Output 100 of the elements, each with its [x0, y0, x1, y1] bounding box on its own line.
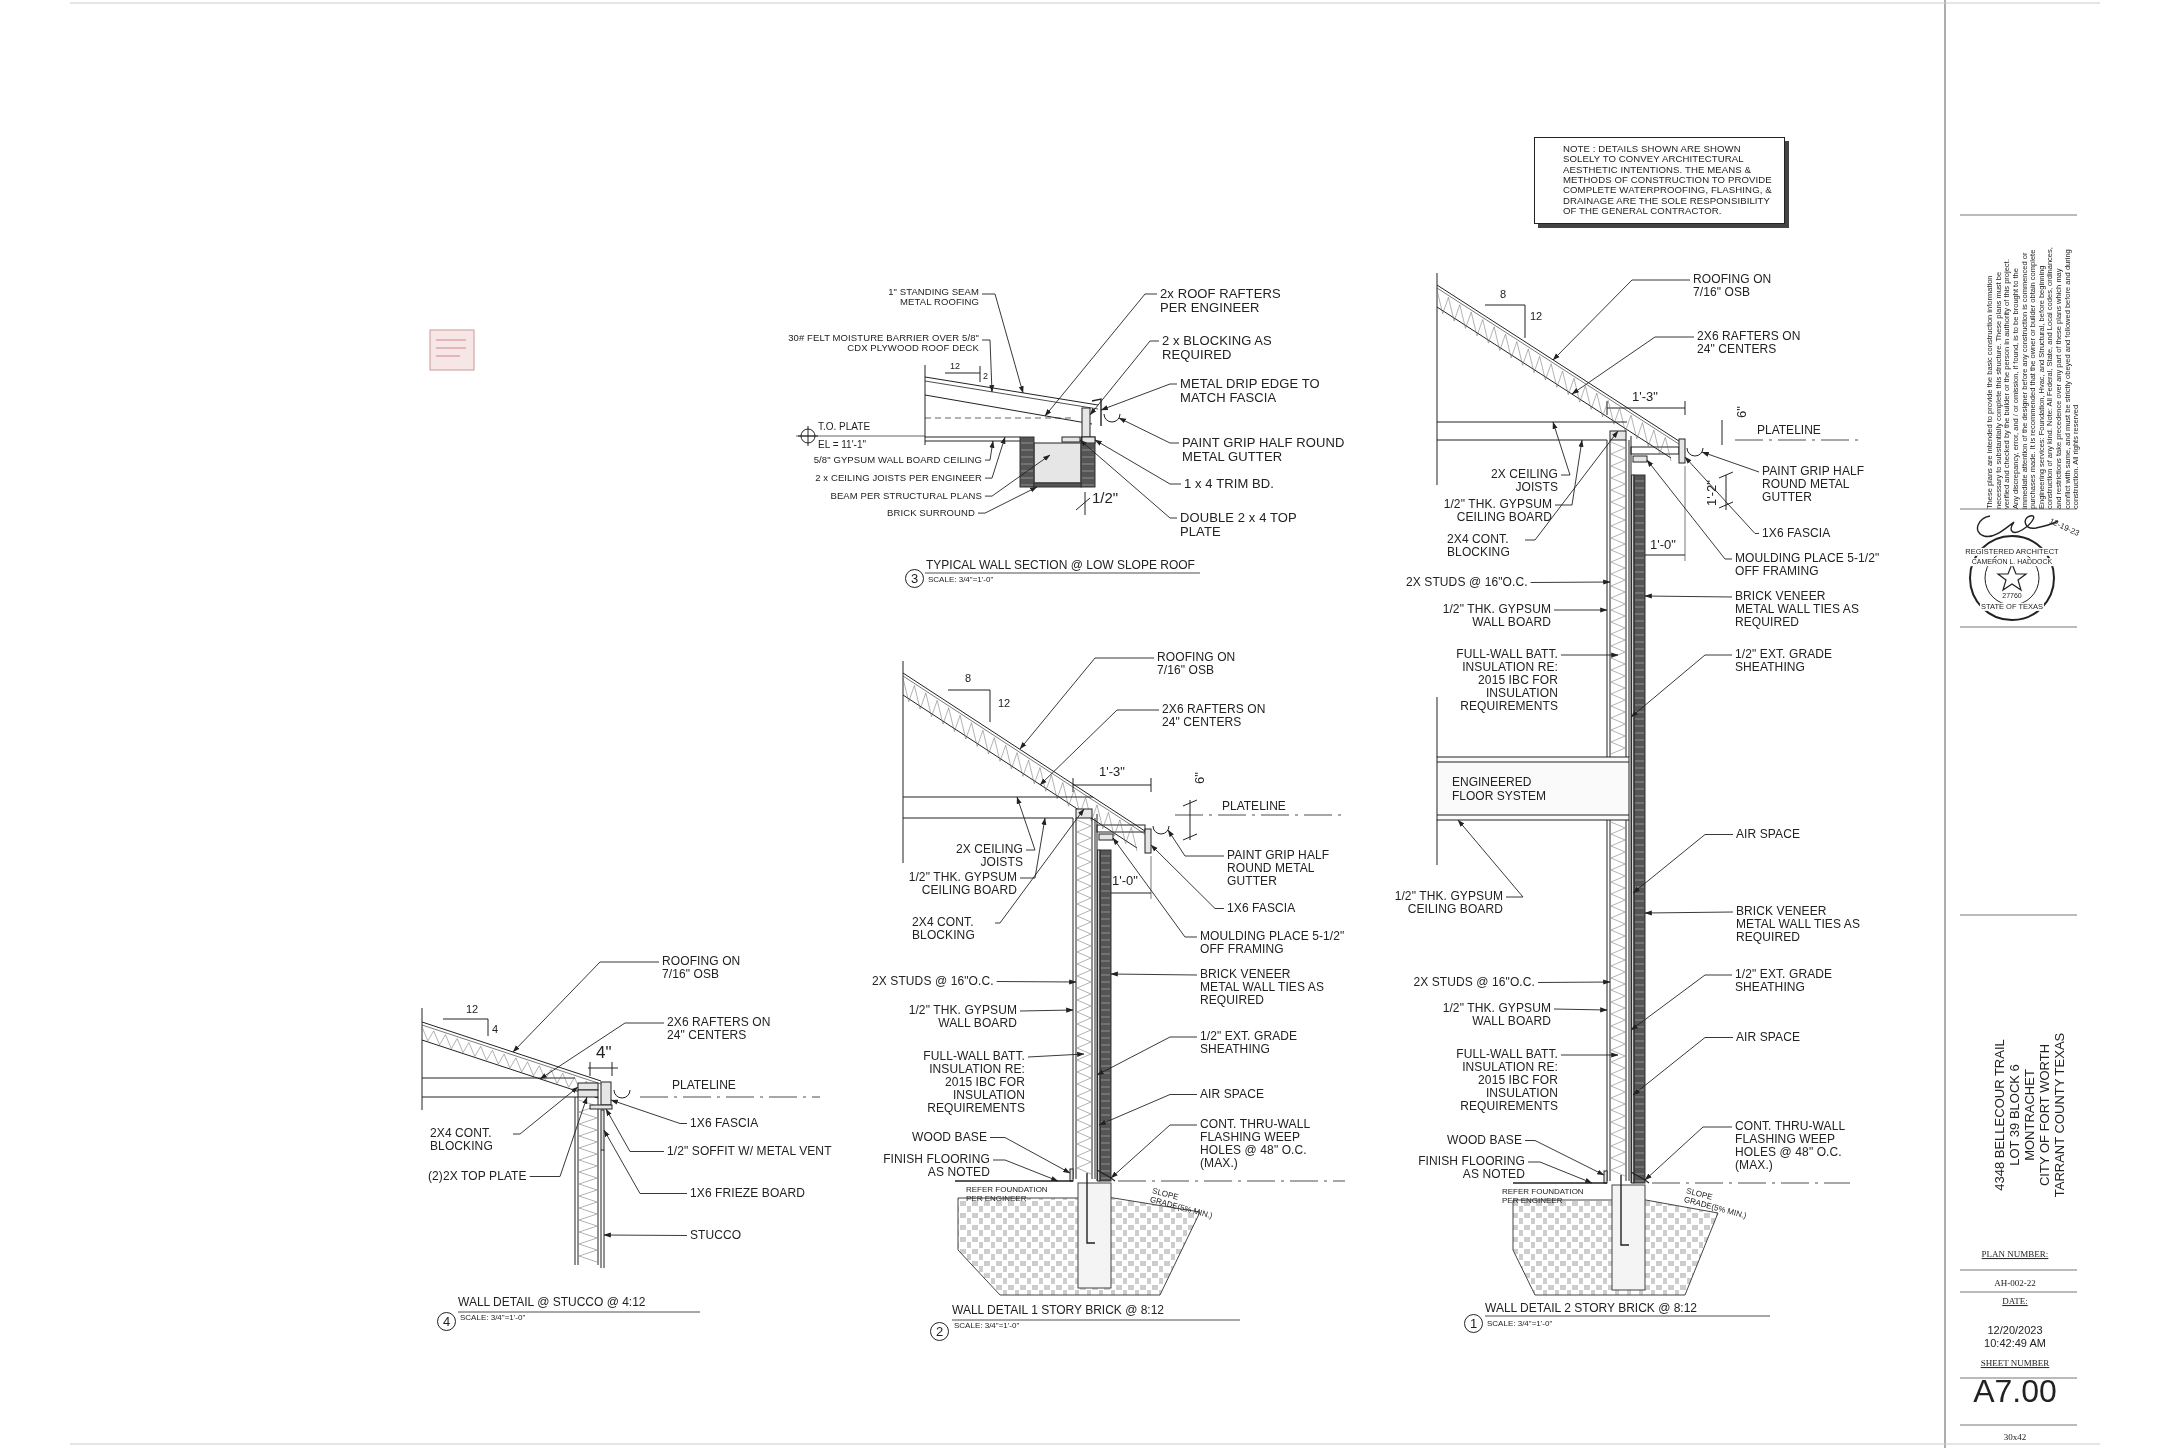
callout-text: 1/2" EXT. GRADE SHEATHING [1200, 1030, 1345, 1056]
callout-text: 2X4 CONT. BLOCKING [430, 1127, 510, 1153]
callout-text: PAINT GRIP HALF ROUND METAL GUTTER [1182, 436, 1367, 465]
dimension-text: 1'-2" [1704, 480, 1720, 506]
reference-line-label: PLATELINE [1222, 800, 1286, 814]
callout-text: 1/2" THK. GYPSUM WALL BOARD [877, 1004, 1017, 1030]
slope-value: 2 [983, 372, 988, 382]
project-address: MONTRACHET [2022, 1069, 2038, 1161]
brick-veneer [1099, 849, 1112, 1182]
callout-text: 2 x CEILING JOISTS PER ENGINEER [815, 473, 982, 484]
callout-text: 2X6 RAFTERS ON 24" CENTERS [1697, 330, 1805, 356]
foundation-note: REFER FOUNDATION PER ENGINEER [966, 1185, 1049, 1204]
time-text: 10:42:49 AM [1984, 1336, 2046, 1350]
callout-text: BEAM PER STRUCTURAL PLANS [830, 491, 982, 502]
project-address: LOT 39 BLOCK 6 [2007, 1064, 2023, 1166]
callout-text: FINISH FLOORING AS NOTED [878, 1153, 990, 1179]
callout-text: 2 x BLOCKING AS REQUIRED [1162, 334, 1294, 363]
soffit [589, 1104, 613, 1110]
dimension-text: 1'-0" [1112, 874, 1138, 889]
callout-text: ROOFING ON 7/16" OSB [1157, 651, 1257, 677]
callout-text: 2X4 CONT. BLOCKING [912, 916, 992, 942]
callout-text: 1X6 FASCIA [1227, 902, 1296, 915]
slope-value: 4 [492, 1023, 499, 1036]
plate-marker-label: T.O. PLATE [818, 421, 871, 432]
gutter [1152, 825, 1170, 835]
slope-value: 12 [998, 697, 1011, 710]
blocking [1081, 407, 1091, 438]
dimension-text: 6" [1192, 772, 1208, 784]
callout-text: 1" STANDING SEAM METAL ROOFING [879, 287, 979, 308]
callout-text: 1/2" EXT. GRADE SHEATHING [1735, 648, 1880, 674]
callout-text: 2X6 RAFTERS ON 24" CENTERS [667, 1016, 775, 1042]
elevation-text: EL = 11'-1" [818, 439, 866, 450]
gutter [1686, 447, 1704, 457]
callout-text: AIR SPACE [1736, 1031, 1801, 1044]
callout-text: MOULDING PLACE 5-1/2" OFF FRAMING [1200, 930, 1345, 956]
detail-title: TYPICAL WALL SECTION @ LOW SLOPE ROOF [926, 559, 1195, 573]
callout-text: 2X STUDS @ 16"O.C. [1413, 976, 1535, 989]
reference-line-label: PLATELINE [672, 1079, 736, 1093]
slope-value: 8 [1500, 288, 1507, 301]
callout-text: (2)2X TOP PLATE [428, 1170, 527, 1183]
callout-text: DOUBLE 2 x 4 TOP PLATE [1180, 511, 1325, 540]
gutter [1103, 413, 1121, 423]
callout-text: 1 x 4 TRIM BD. [1184, 477, 1274, 492]
callout-text: 2X4 CONT. BLOCKING [1447, 533, 1522, 559]
field-label: PLAN NUMBER: [1981, 1250, 2049, 1260]
dimension-text: 1'-3" [1632, 390, 1658, 405]
callout-text: 1/2" EXT. GRADE SHEATHING [1735, 968, 1880, 994]
fascia-board [1678, 438, 1686, 464]
callout-text: MOULDING PLACE 5-1/2" OFF FRAMING [1735, 552, 1880, 578]
callout-text: 2X STUDS @ 16"O.C. [872, 975, 994, 988]
dimension-text: 4" [596, 1044, 612, 1063]
brick-veneer [1633, 474, 1646, 1184]
detail-title: WALL DETAIL @ STUCCO @ 4:12 [458, 1296, 646, 1310]
callout-text: 1/2" SOFFIT W/ METAL VENT [667, 1145, 832, 1158]
project-address: TARRANT COUNTY TEXAS [2052, 1032, 2068, 1198]
date-text: 12/20/2023 [1987, 1323, 2043, 1337]
callout-text: 1/2" THK. GYPSUM WALL BOARD [1411, 603, 1551, 629]
callout-text: AIR SPACE [1200, 1088, 1265, 1101]
reference-line-label: PLATELINE [1757, 424, 1821, 438]
callout-text: PAINT GRIP HALF ROUND METAL GUTTER [1227, 849, 1357, 888]
sheet-size: 30x42 [2003, 1433, 2027, 1443]
wood-base [1069, 1168, 1074, 1182]
floor-system-label: ENGINEERED FLOOR SYSTEM [1452, 776, 1547, 804]
callout-text: BRICK VENEER METAL WALL TIES AS REQUIRED [1735, 590, 1860, 629]
callout-text: FULL-WALL BATT. INSULATION RE: 2015 IBC FOR INSULATION REQUIREMENTS [1438, 648, 1558, 713]
slope-value: 12 [950, 362, 960, 372]
callout-text: METAL DRIP EDGE TO MATCH FASCIA [1180, 377, 1340, 406]
frieze-board [600, 1109, 605, 1151]
callout-text: 1/2" THK. GYPSUM CEILING BOARD [1412, 498, 1552, 524]
callout-text: AIR SPACE [1736, 828, 1801, 841]
scale-note: SCALE: 3/4"=1'-0" [928, 576, 994, 585]
detail-title: WALL DETAIL 1 STORY BRICK @ 8:12 [952, 1304, 1165, 1318]
plan-number: AH-002-22 [1994, 1279, 2036, 1289]
foundation-note: REFER FOUNDATION PER ENGINEER [1502, 1187, 1585, 1206]
callout-text: 1X6 FASCIA [690, 1117, 759, 1130]
callout-text: WOOD BASE [1447, 1134, 1522, 1147]
callout-text: 1/2" THK. GYPSUM CEILING BOARD [877, 871, 1017, 897]
sheet-number: A7.00 [1973, 1374, 2057, 1410]
callout-text: FULL-WALL BATT. INSULATION RE: 2015 IBC FOR INSULATION REQUIREMENTS [905, 1050, 1025, 1115]
dimension-text: 1/2" [1092, 490, 1119, 507]
callout-text: BRICK VENEER METAL WALL TIES AS REQUIRED [1736, 905, 1861, 944]
floor-system [1436, 756, 1630, 821]
callout-text: FULL-WALL BATT. INSULATION RE: 2015 IBC FOR INSULATION REQUIREMENTS [1438, 1048, 1558, 1113]
brick-surround [1019, 436, 1096, 488]
callout-text: 1/2" THK. GYPSUM WALL BOARD [1411, 1002, 1551, 1028]
callout-text: 30# FELT MOISTURE BARRIER OVER 5/8" CDX PLYWOOD ROOF DECK [774, 333, 979, 354]
callout-text: BRICK SURROUND [887, 508, 975, 519]
callout-text: PAINT GRIP HALF ROUND METAL GUTTER [1762, 465, 1892, 504]
callout-text: WOOD BASE [912, 1131, 987, 1144]
callout-text: 2X CEILING JOISTS [1478, 468, 1558, 494]
air-space [1097, 849, 1101, 1182]
callout-text: CONT. THRU-WALL FLASHING WEEP HOLES @ 48" O.C.(MAX.) [1735, 1120, 1860, 1172]
callout-text: CONT. THRU-WALL FLASHING WEEP HOLES @ 48" O.C.(MAX.) [1200, 1118, 1325, 1170]
callout-text: 1X6 FASCIA [1762, 527, 1831, 540]
wood-base [1603, 1170, 1608, 1184]
dimension-text: 1'-3" [1099, 765, 1125, 780]
callout-text: 5/8" GYPSUM WALL BOARD CEILING [813, 455, 982, 466]
callout-text: 2x ROOF RAFTERS PER ENGINEER [1160, 287, 1302, 316]
drip-edge [1091, 398, 1102, 427]
slope-value: 8 [965, 672, 972, 685]
